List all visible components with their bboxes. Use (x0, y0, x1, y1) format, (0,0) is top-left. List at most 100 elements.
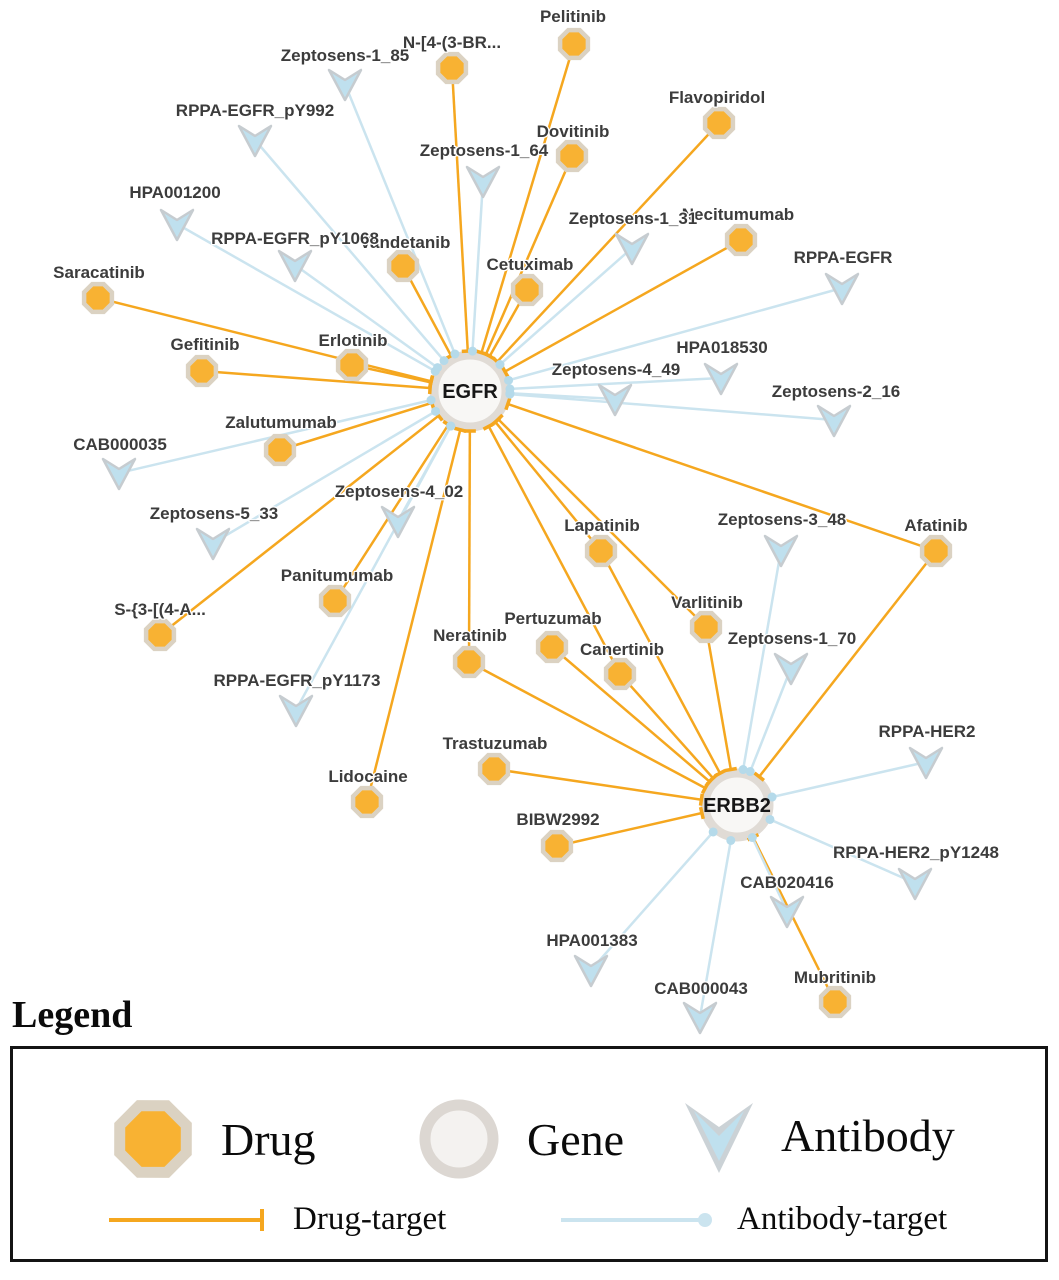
edge-antibody-target-rppa_py992-egfr (254, 139, 471, 392)
drug-target-tee-marker (483, 351, 496, 361)
edge-drug-target-pertuzumab-erbb2 (551, 646, 738, 806)
antibody-label-rppa_py1068: RPPA-EGFR_pY1068 (211, 229, 379, 248)
antibody-node-zep449 (597, 383, 633, 417)
drug-label-necitumumab: Necitumumab (682, 205, 794, 224)
edge-antibody-target-cab000035-egfr (118, 389, 471, 475)
drug-target-tee-marker (698, 793, 704, 806)
drug-target-tee-marker (500, 365, 510, 378)
edge-drug-target-s34a-egfr (159, 390, 471, 636)
edge-drug-target-canertinib-egfr (468, 390, 622, 675)
drug-node-trastuzumab (477, 752, 511, 786)
drug-label-lapatinib: Lapatinib (564, 516, 640, 535)
drug-target-tee-marker (492, 413, 504, 425)
drug-target-tee-marker (724, 766, 738, 773)
antibody-label-zep533: Zeptosens-5_33 (150, 504, 279, 523)
antibody-label-zep449: Zeptosens-4_49 (552, 360, 681, 379)
drug-label-dovitinib: Dovitinib (537, 122, 610, 141)
antibody-node-cab000035 (101, 457, 137, 491)
legend-item-antibody: Antibody (677, 1089, 955, 1181)
drug-node-n43br (435, 51, 469, 85)
antibody-label-hpa018530: HPA018530 (676, 338, 767, 357)
antibody-node-hpa001383 (573, 954, 609, 988)
antibody-icon (685, 1103, 753, 1173)
antibody-node-zep348 (763, 534, 799, 568)
drug-label-s34a: S-{3-[(4-A... (114, 600, 206, 619)
legend-drug-target-label: Drug-target (293, 1201, 447, 1237)
antibody-node-rppa_egfr (824, 272, 860, 306)
antibody-label-zep185: Zeptosens-1_85 (281, 46, 410, 65)
drug-node-cetuximab (510, 273, 544, 307)
antibody-node-cab000043 (682, 1001, 718, 1035)
antibody-node-zep131 (614, 232, 650, 266)
gene-node-erbb2 (700, 768, 774, 842)
drug-node-pelitinib (557, 27, 591, 61)
drug-label-cetuximab: Cetuximab (487, 255, 574, 274)
edges-layer (97, 43, 937, 1018)
drug-node-neratinib (452, 645, 486, 679)
nodes-layer (81, 27, 953, 1035)
antibody-target-dot-marker (767, 792, 777, 802)
antibody-target-dot-marker (467, 346, 477, 356)
drug-node-lapatinib (584, 534, 618, 568)
drug-label-mubritinib: Mubritinib (794, 968, 876, 987)
drug-node-panitumumab (318, 584, 352, 618)
drug-node-vandetanib (386, 249, 420, 283)
drug-node-bibw2992 (540, 829, 574, 863)
edge-drug-target-gefitinib-egfr (201, 369, 471, 393)
edge-antibody-target-zep533-egfr (212, 389, 471, 545)
drug-node-varlitinib (689, 610, 723, 644)
edge-antibody-target-rppa_py1173-egfr (294, 390, 472, 711)
antibody-target-dot-marker (747, 833, 757, 843)
drug-target-tee-marker (482, 421, 495, 431)
edge-drug-target-flavopiridol-egfr (469, 122, 720, 392)
antibody-node-hpa001200 (159, 208, 195, 242)
gene-label-erbb2: ERBB2 (703, 795, 771, 817)
drug-node-afatinib (919, 534, 953, 568)
drug-label-pelitinib: Pelitinib (540, 7, 606, 26)
antibody-label-hpa001383: HPA001383 (546, 931, 637, 950)
edge-antibody-target-zep185-egfr (343, 83, 472, 392)
antibody-label-zep348: Zeptosens-3_48 (718, 510, 847, 529)
drug-target-tee-marker (704, 775, 715, 788)
drug-label-erlotinib: Erlotinib (319, 331, 388, 350)
drug-node-necitumumab (724, 223, 758, 257)
drug-label-pertuzumab: Pertuzumab (504, 609, 601, 628)
edge-drug-target-pelitinib-egfr (468, 43, 576, 392)
drug-icon (114, 1100, 192, 1178)
antibody-target-dot-marker (745, 767, 755, 777)
antibody-target-dot-marker (439, 356, 449, 366)
edge-endmarkers-layer (426, 346, 777, 845)
drug-label-zalutumumab: Zalutumumab (225, 413, 336, 432)
antibody-label-rppa_egfr: RPPA-EGFR (794, 248, 893, 267)
antibody-node-zep185 (327, 68, 363, 102)
drug-node-dovitinib (555, 139, 589, 173)
drug-node-erlotinib (335, 348, 369, 382)
drug-label-afatinib: Afatinib (904, 516, 967, 535)
edge-drug-target-trastuzumab-erbb2 (493, 767, 738, 807)
edge-drug-target-neratinib-egfr (467, 390, 472, 663)
drug-target-tee-marker (753, 771, 766, 782)
legend-box: Drug Gene Antibody Drug-target (10, 1046, 1048, 1262)
legend-item-drug: Drug (105, 1091, 316, 1187)
antibody-node-zep164 (465, 165, 501, 199)
antibody-node-hpa018530 (703, 362, 739, 396)
drug-label-bibw2992: BIBW2992 (516, 810, 599, 829)
labels-layer: EGFRERBB2PelitinibN-[4-(3-BR...Dovitinib… (52, 6, 1000, 1000)
antibody-label-rppa_her2: RPPA-HER2 (879, 722, 976, 741)
antibody-node-zep170 (773, 652, 809, 686)
antibody-target-dot-marker (726, 835, 736, 845)
antibody-node-zep402 (380, 505, 416, 539)
legend-drug-label: Drug (221, 1113, 316, 1165)
legend-item-antibody-target: Antibody-target (557, 1201, 947, 1238)
antibody-target-dot-marker (504, 375, 514, 385)
drug-node-zalutumumab (263, 433, 297, 467)
antibody-label-zep216: Zeptosens-2_16 (772, 382, 901, 401)
edge-drug-target-lidocaine-egfr (365, 390, 472, 803)
drug-node-gefitinib (185, 354, 219, 388)
edge-drug-target-neratinib-erbb2 (468, 660, 738, 807)
antibody-target-dot-marker (495, 360, 505, 370)
edge-drug-target-afatinib-erbb2 (736, 550, 937, 806)
antibody-label-zep164: Zeptosens-1_64 (420, 141, 549, 160)
drug-node-canertinib (603, 657, 637, 691)
